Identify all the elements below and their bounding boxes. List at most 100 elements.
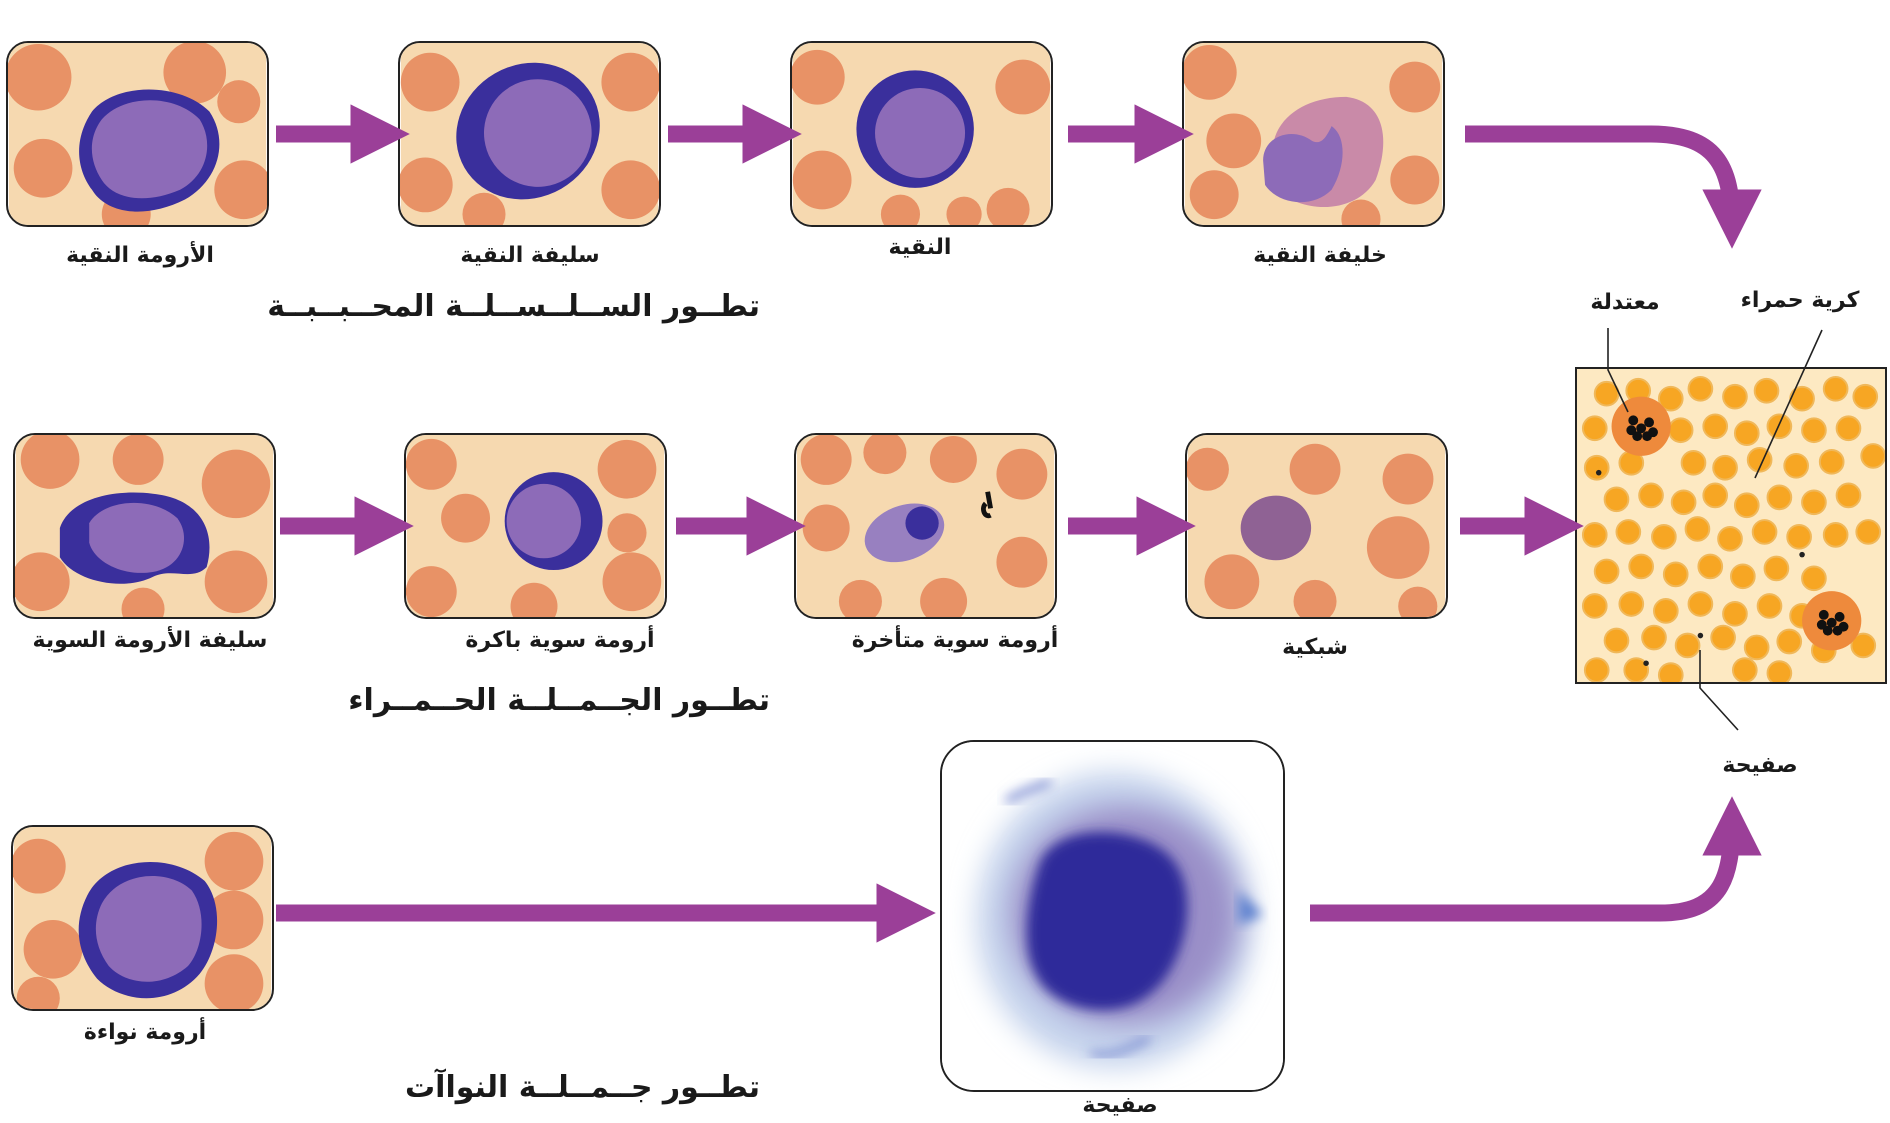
smear-red-cell <box>1776 628 1803 655</box>
myeloblast-illustration <box>8 43 267 225</box>
smear-red-cell <box>1756 593 1783 619</box>
smear-red-cell <box>1751 519 1778 545</box>
label-metamyelocyte: خليفة النقية <box>1253 243 1387 268</box>
smear-red-cell <box>1730 563 1756 590</box>
smear-red-cell <box>1618 591 1645 617</box>
label-smear-platelet: صفيحة <box>1722 753 1798 778</box>
smear-red-cell <box>1731 657 1758 682</box>
reticulocyte-illustration <box>1187 435 1446 617</box>
smear-leader-lines <box>1607 328 1823 731</box>
smear-red-cell <box>1687 375 1714 402</box>
label-megakaryoblast: أرومة نواءة <box>83 1020 207 1045</box>
cell-promyelocyte <box>398 41 661 227</box>
blood-smear <box>1575 367 1887 684</box>
smear-red-cell <box>1651 524 1677 550</box>
smear-red-cell <box>1684 516 1711 542</box>
cell-myelocyte <box>790 41 1053 227</box>
label-proerythroblast: سليفة الأرومة السوية <box>32 628 268 653</box>
arrow-megakaryocyte-to-smear <box>1310 796 1762 922</box>
early-erythroblast-illustration <box>406 435 665 617</box>
smear-red-cell <box>1670 489 1697 516</box>
smear-red-cell <box>1722 601 1748 627</box>
smear-red-cell <box>1835 415 1862 442</box>
cell-late-erythroblast <box>794 433 1057 619</box>
smear-red-cell <box>1662 561 1689 588</box>
smear-red-cell <box>1702 413 1729 440</box>
smear-red-cell <box>1722 383 1748 410</box>
myelocyte-illustration <box>792 43 1051 225</box>
smear-red-cell <box>1697 553 1724 580</box>
smear-red-cell <box>1822 375 1849 402</box>
smear-red-cell <box>1615 519 1642 545</box>
cell-myeloblast <box>6 41 269 227</box>
label-smear-red-cell: كرية حمراء <box>1740 288 1860 313</box>
smear-platelet <box>1643 660 1649 666</box>
blood-smear-illustration <box>1577 369 1885 682</box>
smear-red-cell <box>1583 657 1610 682</box>
smear-red-cell <box>1763 555 1790 582</box>
smear-red-cell <box>1593 558 1620 585</box>
megakaryoblast-illustration <box>13 827 272 1009</box>
smear-platelet <box>1595 469 1602 476</box>
smear-red-cell <box>1753 377 1780 404</box>
smear-red-cell <box>1766 413 1793 440</box>
title-erythroid-series: تطــور الجــمــلــة الحــمــراء <box>348 683 770 718</box>
smear-red-cell <box>1733 492 1760 519</box>
smear-red-cell <box>1860 443 1885 469</box>
smear-red-cell <box>1657 385 1684 412</box>
smear-red-cell <box>1603 627 1630 654</box>
smear-platelet <box>1697 632 1704 639</box>
smear-red-cell <box>1801 417 1827 444</box>
label-promyelocyte: سليفة النقية <box>460 243 600 268</box>
neutrophil-granule <box>1834 611 1845 622</box>
smear-red-cell <box>1822 522 1849 548</box>
smear-red-cell <box>1638 482 1664 509</box>
promyelocyte-illustration <box>400 43 659 225</box>
smear-red-cell <box>1801 565 1827 592</box>
label-myeloblast: الأرومة النقية <box>66 243 214 268</box>
title-granulocytic-series: تطــور الســلــســلــة المحــبــبــة <box>267 289 760 324</box>
label-reticulocyte: شبكية <box>1282 635 1348 660</box>
proerythroblast-illustration <box>15 435 274 617</box>
smear-red-cell <box>1628 553 1654 580</box>
neutrophil-granule <box>1826 617 1837 628</box>
neutrophil-granule <box>1838 621 1849 632</box>
smear-red-cell <box>1687 591 1714 617</box>
smear-red-cell <box>1653 598 1679 624</box>
cell-metamyelocyte <box>1182 41 1445 227</box>
title-megakaryocytic-series: تطــور جــمــلــة النواآت <box>405 1070 760 1105</box>
smear-red-cell <box>1712 454 1738 481</box>
cell-proerythroblast <box>13 433 276 619</box>
flow-arrows <box>276 104 1762 943</box>
smear-red-cell <box>1581 593 1608 619</box>
neutrophil-granule <box>1816 619 1827 630</box>
smear-red-cell <box>1852 383 1879 410</box>
cell-early-erythroblast <box>404 433 667 619</box>
neutrophil-granule <box>1648 427 1658 438</box>
smear-red-cell <box>1674 632 1701 659</box>
smear-red-cell <box>1583 454 1610 481</box>
smear-red-cell <box>1766 660 1793 682</box>
label-myelocyte: النقية <box>888 235 952 260</box>
smear-red-cell <box>1717 525 1743 552</box>
cell-megakaryocyte <box>940 740 1285 1092</box>
smear-red-cell <box>1641 624 1667 651</box>
cell-reticulocyte <box>1185 433 1448 619</box>
neutrophil-granule <box>1644 417 1654 428</box>
smear-red-cell <box>1623 657 1650 682</box>
smear-red-cell <box>1581 415 1608 442</box>
smear-red-cell <box>1710 624 1736 651</box>
smear-red-cell <box>1680 449 1707 476</box>
label-smear-neutrophil: معتدلة <box>1590 290 1660 315</box>
smear-red-cell <box>1743 634 1770 661</box>
neutrophil-granule <box>1626 425 1637 436</box>
smear-red-cell <box>1835 482 1862 509</box>
arrow-granulocytic-to-smear <box>1465 125 1762 249</box>
smear-red-cell <box>1855 519 1882 545</box>
smear-red-cell <box>1603 486 1630 513</box>
neutrophil-granule <box>1636 423 1647 434</box>
late-erythroblast-illustration <box>796 435 1055 617</box>
smear-red-cell <box>1702 482 1729 509</box>
smear-red-cell <box>1818 448 1845 475</box>
